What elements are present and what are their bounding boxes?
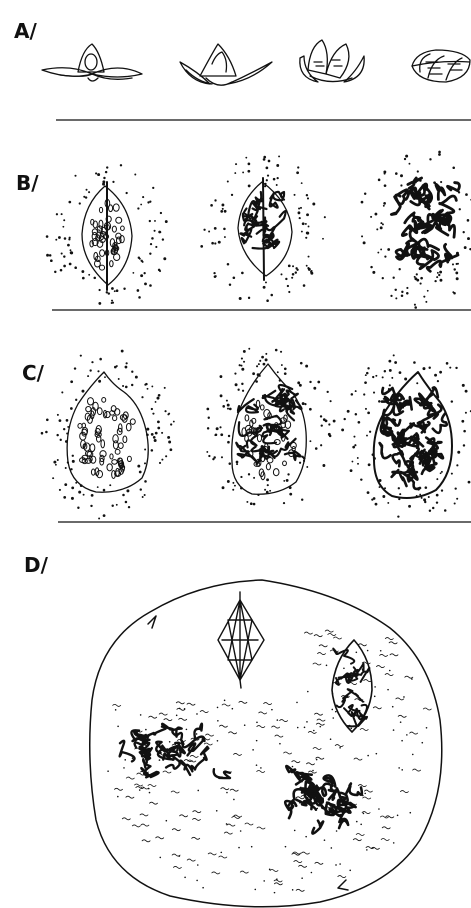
panel-d-spindle-net: [218, 592, 264, 688]
panel-a-label: A/: [14, 19, 37, 43]
panel-c-stage-3-tangle: [380, 387, 447, 489]
panel-c-label: C/: [22, 361, 45, 385]
panel-d-partial-net: [332, 640, 372, 732]
panel-d: D/: [24, 553, 442, 907]
panel-b-stage-2-tangle: [241, 192, 286, 249]
panel-c-stage-1-mass: [41, 350, 175, 520]
panel-c-stage-2-mass: [206, 348, 335, 506]
panel-d-fluid-texture: [107, 630, 431, 893]
panel-a: A/: [14, 19, 471, 120]
panel-d-flow-arrow-bottom: [338, 880, 348, 890]
panel-d-flow-arrow-top: [148, 616, 156, 628]
panel-a-stage-1-flower: [42, 44, 142, 81]
panel-b-stage-3-leaf: [361, 151, 471, 309]
panel-a-stage-2-flower: [180, 44, 272, 85]
panel-b-label: B/: [16, 171, 39, 195]
panel-c-stage-1-speckles: [41, 350, 175, 520]
panel-d-tangle-bottom: [285, 766, 362, 834]
panel-a-stage-4-flower: [412, 50, 470, 82]
panel-d-tangle-left: [120, 724, 230, 778]
panel-b-stage-2-leaf: [200, 155, 326, 302]
panel-b: B/: [16, 151, 471, 310]
panel-d-label: D/: [24, 553, 49, 577]
panel-a-stage-3-flower: [300, 40, 364, 82]
panel-c-stage-1-cells: [78, 398, 135, 479]
panel-c: C/: [22, 348, 471, 522]
panel-b-stage-3-tangle: [391, 178, 459, 271]
panel-b-stage-1-leaf: [46, 164, 168, 305]
panel-c-stage-3-mass: [341, 354, 471, 517]
